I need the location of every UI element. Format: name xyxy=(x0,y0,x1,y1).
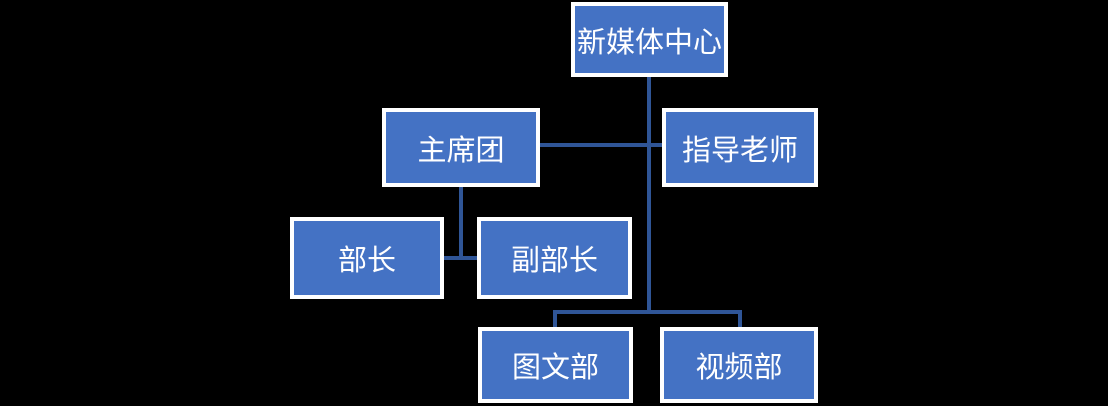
connector-minister-vice xyxy=(444,256,477,260)
node-advisor: 指导老师 xyxy=(662,108,818,187)
connector-bottom-branch xyxy=(553,310,742,314)
connector-presidium-advisor xyxy=(540,143,662,147)
node-graphics-dept: 图文部 xyxy=(478,327,633,403)
connector-presidium-drop xyxy=(459,187,463,260)
node-presidium: 主席团 xyxy=(382,108,540,187)
node-video-dept: 视频部 xyxy=(660,327,818,403)
node-vice-minister: 副部长 xyxy=(477,217,632,299)
connector-drop-video-dept xyxy=(738,310,742,327)
node-new-media-center: 新媒体中心 xyxy=(571,2,728,77)
connector-drop-graphics-dept xyxy=(553,310,557,327)
connector-root-trunk xyxy=(647,77,651,314)
node-minister: 部长 xyxy=(290,217,444,299)
